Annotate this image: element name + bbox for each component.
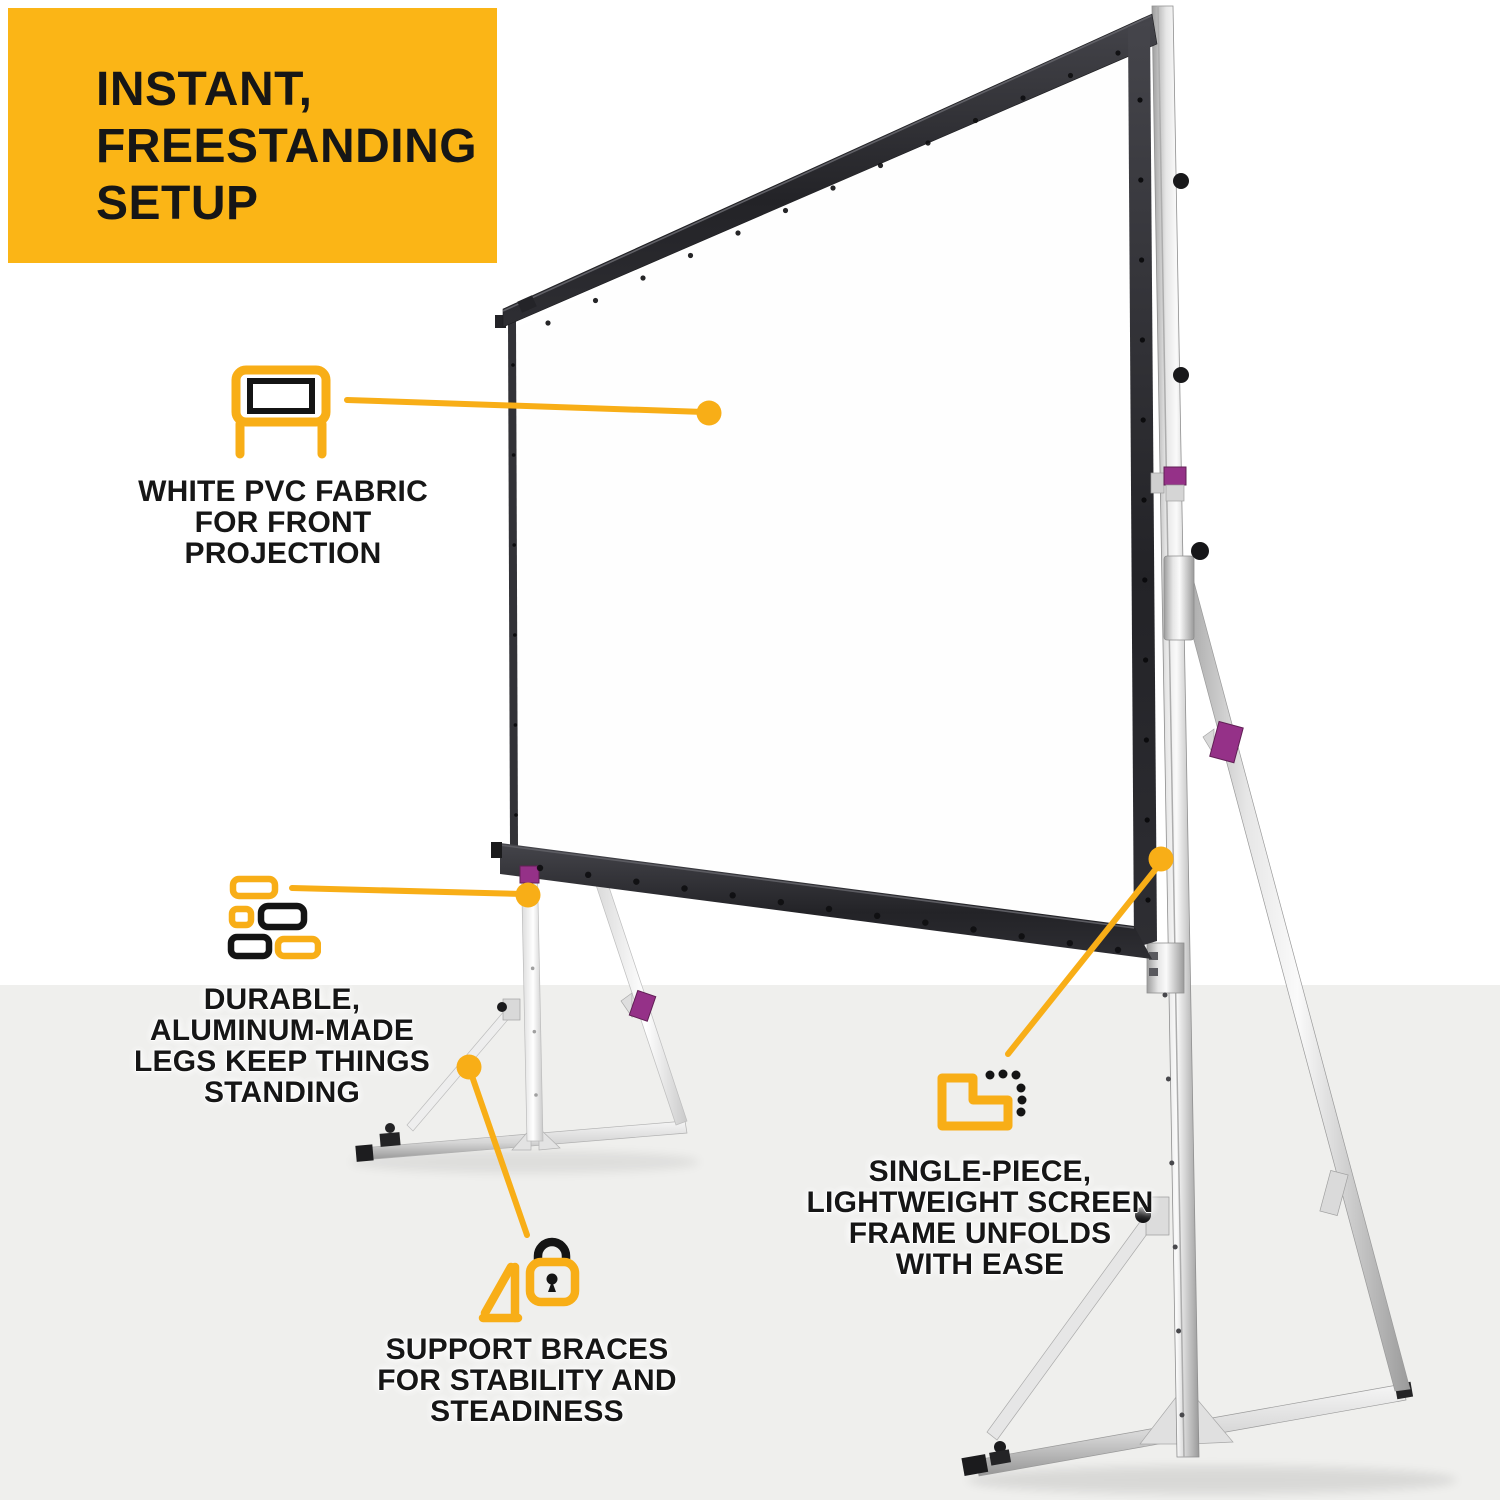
leg-lock-collar bbox=[1209, 720, 1244, 764]
left-leg-collar bbox=[628, 989, 657, 1022]
headline-box: INSTANT, FREESTANDING SETUP bbox=[8, 8, 497, 263]
screen-surface bbox=[512, 42, 1133, 927]
frame-top-bar bbox=[502, 13, 1158, 328]
braces-callout-label: SUPPORT BRACES FOR STABILITY AND STEADIN… bbox=[377, 1333, 677, 1428]
pole-holes bbox=[1162, 992, 1185, 1418]
unfolding-frame-icon bbox=[937, 1069, 1027, 1131]
frame-left-edge bbox=[508, 321, 518, 846]
fabric-callout-line bbox=[344, 397, 707, 415]
pole-knob-lower bbox=[1173, 367, 1189, 383]
frame-callout-dot bbox=[1148, 846, 1174, 872]
right-base-end-cap bbox=[961, 1454, 989, 1476]
frame-bottom-bar bbox=[500, 843, 1152, 959]
fabric-callout-dot bbox=[696, 400, 722, 426]
braces-callout-dot bbox=[456, 1054, 482, 1080]
projection-screen-icon bbox=[231, 365, 331, 459]
floor-shadows bbox=[350, 1151, 1457, 1494]
brace-lock-icon bbox=[478, 1237, 580, 1323]
left-base-clamp bbox=[379, 1132, 401, 1147]
aluminum-legs-icon bbox=[227, 875, 321, 960]
frame-callout-label: SINGLE-PIECE, LIGHTWEIGHT SCREEN FRAME U… bbox=[806, 1155, 1154, 1281]
bottom-bar-rivets bbox=[536, 864, 1122, 954]
headline-text: INSTANT, FREESTANDING SETUP bbox=[96, 63, 478, 230]
legs-callout-line bbox=[289, 885, 526, 897]
braces-callout-line bbox=[470, 1076, 530, 1238]
pole-knob-upper bbox=[1173, 173, 1189, 189]
legs-callout-label: DURABLE, ALUMINUM-MADE LEGS KEEP THINGS … bbox=[133, 983, 431, 1109]
rear-leg-hinge bbox=[1163, 555, 1195, 641]
right-stand bbox=[961, 5, 1414, 1477]
frame-callout-line bbox=[1005, 867, 1158, 1057]
legs-callout-dot bbox=[515, 882, 541, 908]
right-rear-leg bbox=[1175, 570, 1411, 1392]
fabric-callout-label: WHITE PVC FABRIC FOR FRONT PROJECTION bbox=[138, 475, 428, 570]
left-edge-rivets bbox=[511, 363, 518, 817]
top-bar-rivets bbox=[545, 50, 1121, 326]
pole-lock-collar bbox=[1163, 466, 1187, 486]
callout-markers bbox=[289, 397, 1174, 1238]
frame-right-bar bbox=[1128, 21, 1157, 948]
left-base-end-cap bbox=[355, 1144, 374, 1162]
right-bar-rivets bbox=[1137, 97, 1151, 903]
screen-frame bbox=[491, 13, 1158, 959]
left-pole-collar bbox=[519, 865, 540, 884]
hardware-details bbox=[511, 50, 1244, 1418]
